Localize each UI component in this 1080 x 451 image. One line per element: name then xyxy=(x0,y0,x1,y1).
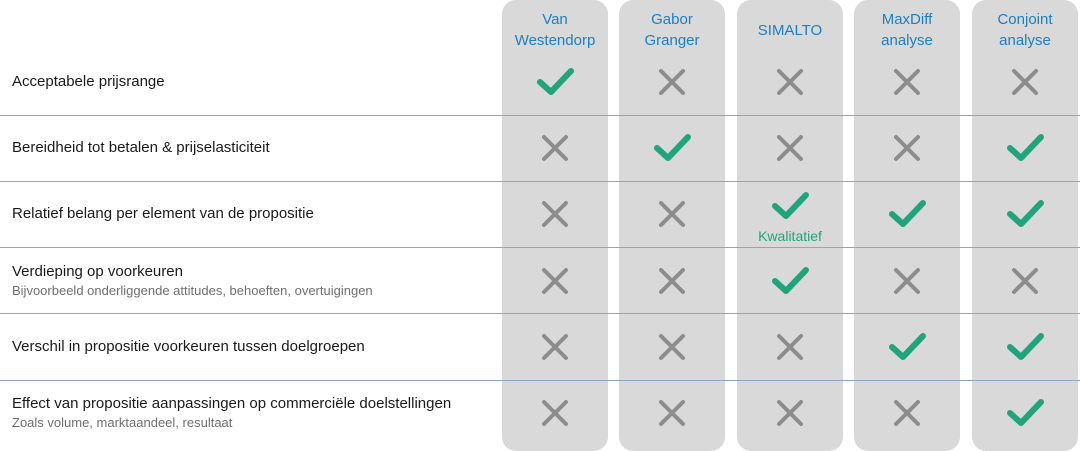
row-title: Bereidheid tot betalen & prijselasticite… xyxy=(12,139,270,156)
row-divider xyxy=(0,115,1080,116)
cross-icon xyxy=(887,62,927,102)
cross-icon xyxy=(652,261,692,301)
cross-icon xyxy=(652,194,692,234)
checkmark-icon xyxy=(1005,128,1045,168)
column-background xyxy=(854,0,960,451)
cross-icon xyxy=(535,327,575,367)
row-divider xyxy=(0,247,1080,248)
cross-icon xyxy=(887,261,927,301)
row-divider xyxy=(0,181,1080,182)
row-title: Relatief belang per element van de propo… xyxy=(12,205,314,222)
cross-icon xyxy=(770,393,810,433)
column-header: Conjoint analyse xyxy=(997,11,1053,49)
cross-icon xyxy=(652,327,692,367)
checkmark-icon xyxy=(652,128,692,168)
cross-icon xyxy=(887,128,927,168)
column-background xyxy=(737,0,843,451)
row-title: Verschil in propositie voorkeuren tussen… xyxy=(12,338,365,355)
row-label: Bereidheid tot betalen & prijselasticite… xyxy=(12,138,498,158)
row-title: Acceptabele prijsrange xyxy=(12,73,165,90)
checkmark-icon xyxy=(1005,393,1045,433)
qualitative-note: Kwalitatief xyxy=(758,228,822,244)
column-background xyxy=(972,0,1078,451)
column-background xyxy=(619,0,725,451)
column-header: MaxDiff analyse xyxy=(881,11,933,49)
column-header: Gabor Granger xyxy=(644,11,700,49)
row-label: Effect van propositie aanpassingen op co… xyxy=(12,394,498,432)
cross-icon xyxy=(887,393,927,433)
column-background xyxy=(502,0,608,451)
row-label: Relatief belang per element van de propo… xyxy=(12,204,498,224)
column-header: SIMALTO xyxy=(757,21,823,39)
checkmark-icon xyxy=(770,261,810,301)
cross-icon xyxy=(535,128,575,168)
checkmark-icon xyxy=(887,327,927,367)
row-subtitle: Bijvoorbeeld onderliggende attitudes, be… xyxy=(12,283,373,298)
cross-icon xyxy=(1005,62,1045,102)
cross-icon xyxy=(535,393,575,433)
cross-icon xyxy=(770,62,810,102)
checkmark-icon xyxy=(535,62,575,102)
row-label: Verschil in propositie voorkeuren tussen… xyxy=(12,337,498,357)
row-label: Acceptabele prijsrange xyxy=(12,72,498,92)
checkmark-icon xyxy=(770,186,810,226)
row-divider xyxy=(0,313,1080,314)
cross-icon xyxy=(535,194,575,234)
cross-icon xyxy=(652,393,692,433)
cross-icon xyxy=(1005,261,1045,301)
column-header: Van Westendorp xyxy=(514,11,596,49)
checkmark-icon xyxy=(1005,194,1045,234)
row-subtitle: Zoals volume, marktaandeel, resultaat xyxy=(12,415,233,430)
cross-icon xyxy=(770,327,810,367)
cross-icon xyxy=(652,62,692,102)
row-title: Verdieping op voorkeuren xyxy=(12,263,183,280)
checkmark-icon xyxy=(1005,327,1045,367)
row-divider xyxy=(0,380,1080,381)
cross-icon xyxy=(770,128,810,168)
row-title: Effect van propositie aanpassingen op co… xyxy=(12,395,452,412)
cross-icon xyxy=(535,261,575,301)
checkmark-icon xyxy=(887,194,927,234)
